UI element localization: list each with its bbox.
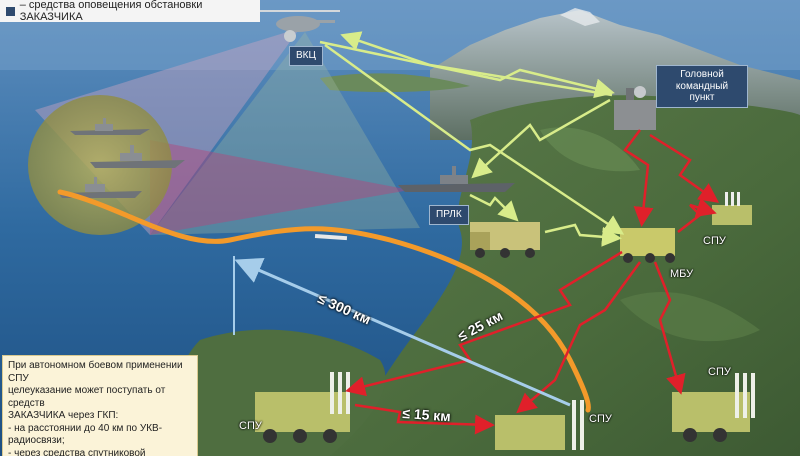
spu-launcher bbox=[712, 192, 752, 225]
legend-text: – средства оповещения обстановки ЗАКАЗЧИ… bbox=[19, 0, 203, 23]
distance-15: ≤ 15 км bbox=[401, 405, 452, 425]
note-line: - на расстоянии до 40 км по УКВ-радиосвя… bbox=[8, 422, 163, 447]
spu-launcher bbox=[672, 373, 755, 442]
label-spu-left: СПУ bbox=[239, 420, 262, 432]
note-line: целеуказание может поступать от средств bbox=[8, 385, 166, 409]
link-prlk-mbu bbox=[544, 223, 622, 247]
command-post bbox=[614, 86, 656, 130]
spu-launcher bbox=[255, 372, 350, 443]
link-gkp-mbu bbox=[623, 129, 654, 227]
far-island bbox=[320, 73, 470, 93]
prlk-radar-cone bbox=[150, 140, 410, 235]
label-mbu: МБУ bbox=[670, 268, 694, 280]
link-helicopter-mbu bbox=[324, 43, 625, 235]
target-ship bbox=[90, 145, 185, 168]
target-ship bbox=[70, 118, 150, 135]
label-spu-center: СПУ bbox=[589, 413, 612, 425]
label-vkts: ВКЦ bbox=[289, 46, 323, 66]
label-spu-right: СПУ bbox=[708, 366, 731, 378]
note-box: При автономном боевом применении СПУ цел… bbox=[2, 355, 198, 456]
link-mbu-spu-right bbox=[653, 261, 686, 395]
prlk-ship bbox=[398, 166, 515, 192]
link-prlk-vehicle bbox=[469, 193, 519, 222]
note-line: ЗАКАЗЧИКА через ГКП: bbox=[8, 410, 119, 421]
label-command-post-line1: Головной bbox=[680, 69, 724, 80]
link-gkp-prlk bbox=[471, 98, 611, 179]
legend: – средства оповещения обстановки ЗАКАЗЧИ… bbox=[0, 0, 260, 23]
mountain-peak bbox=[560, 8, 600, 26]
link-mbu-spu bbox=[677, 197, 717, 233]
legend-square bbox=[6, 6, 15, 16]
prlk-vehicle bbox=[470, 222, 540, 258]
label-command-post: Головной командный пункт bbox=[656, 65, 748, 108]
spu-launcher bbox=[495, 400, 584, 450]
note-line: - через средства спутниковой радиосвязи. bbox=[8, 447, 146, 456]
link-gkp-helicopter bbox=[340, 31, 613, 97]
range-line-300 bbox=[234, 257, 571, 407]
note-line: При автономном боевом применении СПУ bbox=[8, 360, 183, 384]
label-command-post-line2: командный пункт bbox=[675, 80, 729, 104]
hill bbox=[540, 127, 640, 172]
link-mbu-spu-center bbox=[516, 261, 642, 414]
label-spu-top: СПУ bbox=[703, 235, 726, 247]
link-mbu-spu-left bbox=[345, 250, 623, 397]
mbu-vehicle bbox=[620, 228, 675, 263]
helicopter bbox=[255, 10, 340, 42]
helicopter-radar-cone bbox=[35, 28, 300, 235]
link-helicopter-gkp bbox=[319, 40, 615, 99]
helicopter-radar-cone-lower bbox=[150, 32, 420, 235]
label-prlk: ПРЛК bbox=[429, 205, 469, 225]
missile bbox=[314, 233, 348, 241]
missile-trajectory bbox=[57, 189, 591, 413]
link-gkp-spu bbox=[649, 133, 720, 203]
link-spu-spu bbox=[354, 403, 495, 435]
hill bbox=[620, 291, 760, 342]
